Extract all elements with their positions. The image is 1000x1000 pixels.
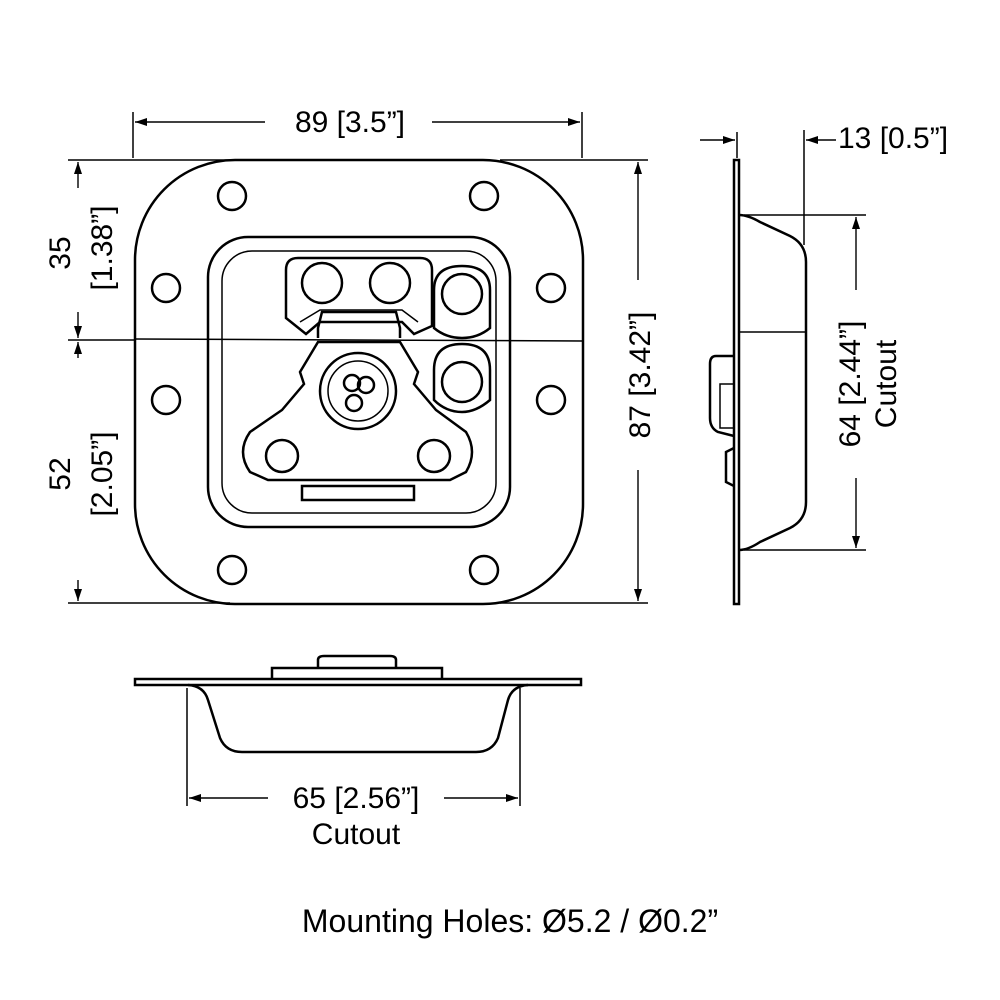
dim-lower-label: 52: [44, 457, 77, 490]
mounting-hole-icon: [150, 272, 182, 304]
mounting-holes-note: Mounting Holes: Ø5.2 / Ø0.2”: [302, 903, 718, 939]
recess-outer-outline: [206, 235, 512, 529]
side-pan-outline: [738, 213, 808, 552]
catch-hole-icon: [368, 261, 412, 305]
dim-side-cutout-caption: Cutout: [870, 339, 903, 428]
bottom-lever-top: [316, 654, 398, 668]
dim-width-label: 89 [3.5”]: [295, 106, 405, 139]
center-line: [134, 338, 584, 342]
catch-hole-icon: [300, 261, 344, 305]
mounting-hole-icon: [535, 272, 567, 304]
dim-bottom-cutout-label: 65 [2.56”]: [293, 782, 420, 815]
front-view: 89 [3.5”] 87 [3.42”] 35 [1.38”] 52 [2.05…: [44, 106, 657, 606]
right-openings: [432, 264, 492, 414]
lever-hole-icon: [264, 438, 300, 474]
latch-lever: [241, 310, 474, 502]
bottom-pan-outline: [187, 683, 529, 754]
side-view: 13 [0.5”] 64 [2.44”] Cutout: [700, 122, 948, 606]
dim-upper-label: 35: [44, 236, 77, 269]
recess-inner-outline: [221, 250, 497, 514]
side-latch-profile: [708, 354, 735, 438]
opening-hole-icon: [440, 272, 484, 316]
dim-lower-inch-label: [2.05”]: [86, 431, 119, 516]
mounting-hole-icon: [468, 180, 500, 212]
lever-hole-icon: [416, 438, 452, 474]
bottom-flange: [133, 677, 583, 687]
dim-height-label: 87 [3.42”]: [624, 312, 657, 439]
dim-depth-label: 13 [0.5”]: [838, 122, 948, 155]
mounting-hole-icon: [535, 384, 567, 416]
mounting-holes: [150, 180, 567, 586]
dim-side-cutout-label: 64 [2.44”]: [834, 321, 867, 448]
bottom-lever-step: [270, 666, 444, 679]
dim-bottom-cutout-caption: Cutout: [312, 818, 401, 851]
lock-cylinder-icon: [318, 351, 398, 431]
mounting-hole-icon: [468, 554, 500, 586]
catch-hook: [284, 256, 434, 336]
opening-hole-icon: [440, 360, 484, 404]
mounting-hole-icon: [216, 554, 248, 586]
mounting-hole-icon: [216, 180, 248, 212]
dim-upper-inch-label: [1.38”]: [86, 205, 119, 290]
outer-plate-outline: [133, 158, 585, 606]
side-flange: [732, 158, 741, 606]
bottom-view: 65 [2.56”] Cutout: [133, 654, 583, 851]
mounting-hole-icon: [150, 384, 182, 416]
